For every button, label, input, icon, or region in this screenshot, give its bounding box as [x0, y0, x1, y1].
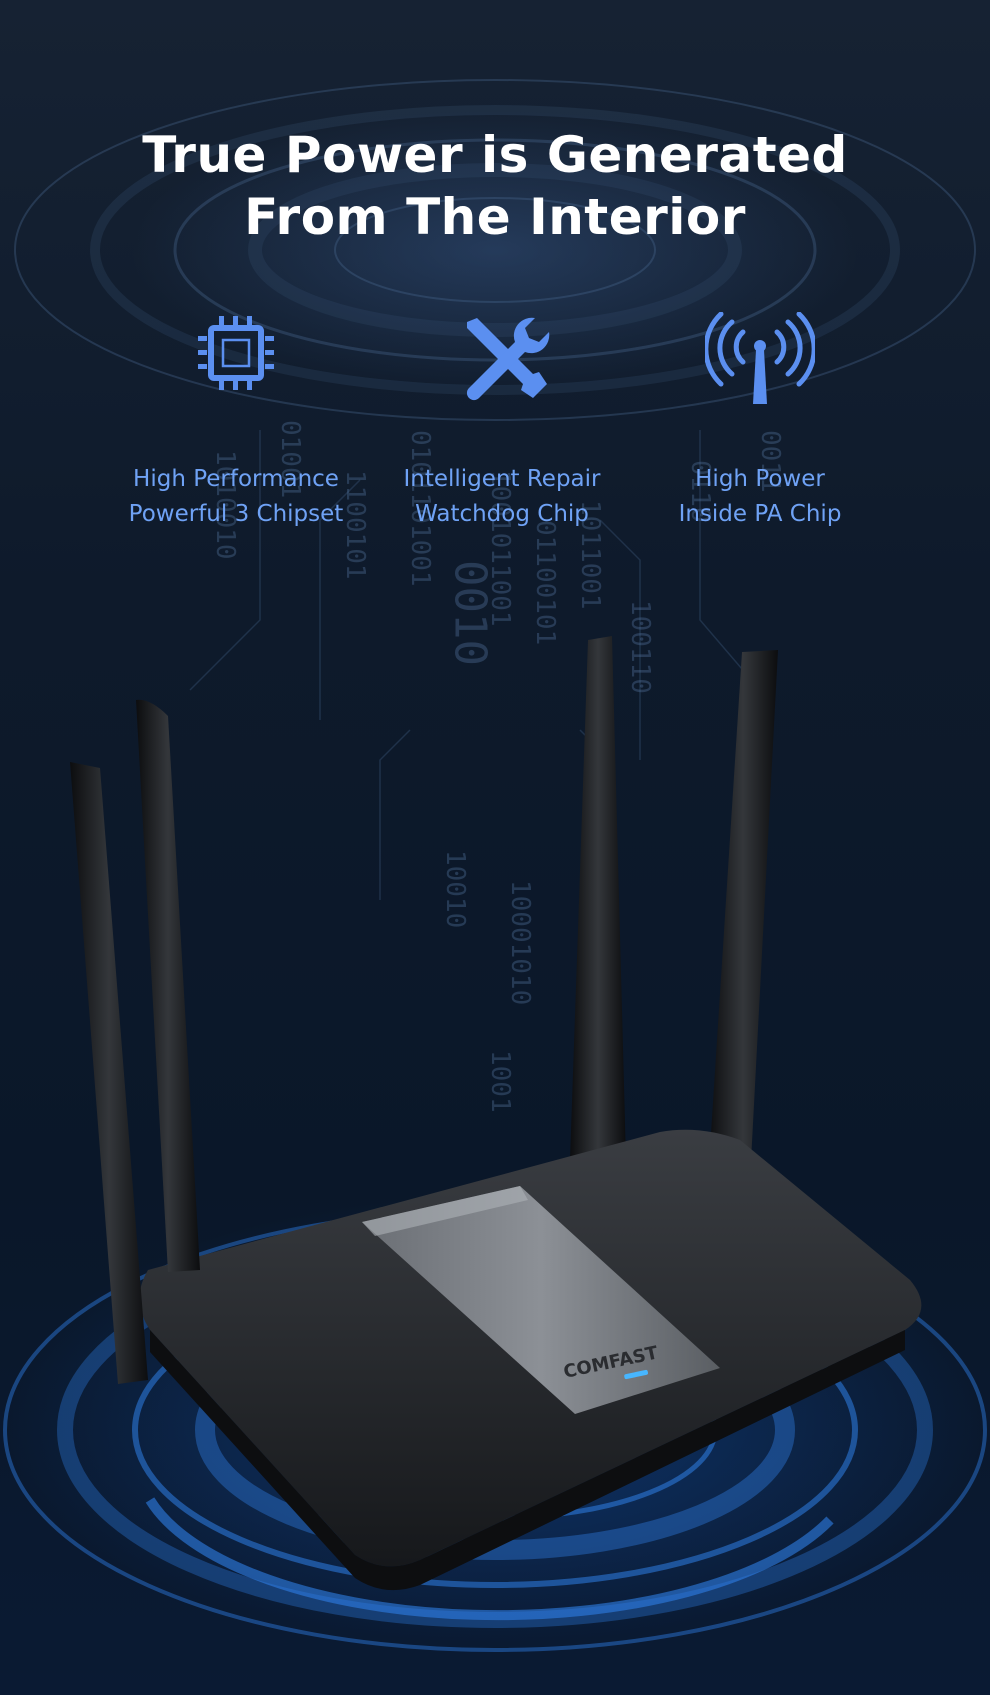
antenna — [570, 636, 626, 1160]
svg-text:0010: 0010 — [445, 560, 496, 666]
svg-text:0110: 0110 — [685, 460, 715, 523]
top-rings — [14, 79, 976, 421]
svg-text:1100101: 1100101 — [340, 470, 370, 580]
feature-title: Intelligent Repair — [403, 466, 601, 492]
svg-text:01001: 01001 — [275, 420, 305, 498]
antenna — [136, 699, 200, 1272]
feature-pa-chip: High Power Inside PA Chip — [620, 312, 900, 532]
headline-line-2: From The Interior — [244, 188, 746, 246]
binary-streams: 1010010 01001 1100101 0101101001 0010 10… — [210, 420, 785, 1113]
antenna — [708, 650, 778, 1180]
feature-title: High Power — [695, 466, 825, 492]
antenna — [70, 762, 148, 1384]
feature-subtitle: Inside PA Chip — [678, 501, 842, 527]
svg-text:1010010: 1010010 — [210, 450, 240, 560]
feature-label: Intelligent Repair Watchdog Chip — [362, 462, 642, 532]
svg-text:01100101: 01100101 — [530, 520, 560, 645]
svg-text:10010: 10010 — [440, 850, 470, 928]
svg-text:100110: 100110 — [625, 600, 655, 694]
svg-text:0011: 0011 — [755, 430, 785, 493]
headline: True Power is Generated From The Interio… — [0, 124, 990, 248]
svg-text:0101101001: 0101101001 — [405, 430, 435, 587]
feature-subtitle: Watchdog Chip — [415, 501, 589, 527]
svg-text:1001: 1001 — [485, 1050, 515, 1113]
svg-text:10001010: 10001010 — [505, 880, 535, 1005]
router-panel — [362, 1186, 720, 1414]
repair-tools-icon — [466, 317, 550, 401]
headline-line-1: True Power is Generated — [142, 126, 848, 184]
feature-title: High Performance — [133, 466, 339, 492]
feature-label: High Power Inside PA Chip — [620, 462, 900, 532]
feature-repair: Intelligent Repair Watchdog Chip — [362, 312, 642, 532]
antenna-signal-icon — [705, 312, 815, 404]
router-illustration: COMFAST — [70, 636, 922, 1591]
feature-chipset: High Performance Powerful 3 Chipset — [96, 312, 376, 532]
status-led — [624, 1369, 648, 1380]
feature-label: High Performance Powerful 3 Chipset — [96, 462, 376, 532]
svg-text:1001011001: 1001011001 — [485, 470, 515, 627]
svg-text:1011001: 1011001 — [575, 500, 605, 610]
chip-icon — [198, 316, 274, 390]
feature-subtitle: Powerful 3 Chipset — [128, 501, 344, 527]
